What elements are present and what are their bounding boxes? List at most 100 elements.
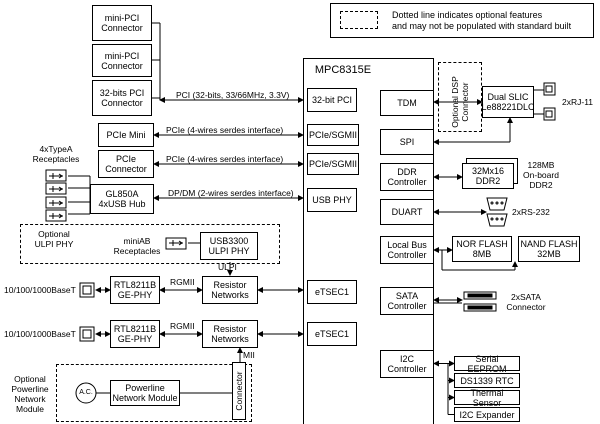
res1-label-2: Networks (211, 290, 249, 300)
ddr2-onboard-3: DDR2 (529, 180, 553, 190)
serial-eeprom: Serial EEPROM (454, 354, 520, 374)
cpu-sata-label-1: SATA (395, 291, 419, 301)
ddr2-label-2: DDR2 (475, 176, 501, 186)
ulpi-label: ULPI (218, 262, 237, 272)
cpu-etsec-label-2: eTSEC1 (314, 329, 349, 339)
slic-label-2: Le88221DLC (481, 102, 535, 112)
cpu-duart: DUART (380, 199, 434, 225)
rj11-label: 2xRJ-11 (562, 97, 594, 107)
pci32-label-2: Connector (101, 98, 143, 108)
optional-powerline-region (56, 364, 252, 422)
rs232-label: 2xRS-232 (512, 207, 550, 217)
ethernet-port-label-1: 10/100/1000BaseT (4, 285, 76, 295)
plc-mod-label-2: Network Module (112, 393, 178, 403)
ulpi-opt-label-2: ULPI PHY (34, 239, 74, 249)
cpu-spi: SPI (380, 129, 434, 155)
cpu-etsec-1: eTSEC1 (307, 280, 357, 304)
plc-opt-label-3: Network (14, 394, 46, 404)
dsp-label-2: Connector (460, 82, 470, 122)
expander-label: I2C Expander (459, 409, 515, 420)
pcie-mini-label: PCIe Mini (106, 130, 146, 140)
minipci2-label-2: Connector (101, 60, 143, 71)
cpu-ddr-label-1: DDR (397, 167, 417, 177)
gl850a-label-2: 4xUSB Hub (98, 199, 146, 209)
dsp-label-1: Optional DSP (450, 76, 460, 128)
powerline-connector (232, 362, 246, 420)
cpu-pci-label: 32-bit PCI (311, 95, 353, 105)
pcie-mini-connector: PCIe Mini (98, 123, 154, 147)
thermal-label: Thermal Sensor (470, 387, 504, 408)
pcie-link-label-1: PCIe (4-wires serdes interface) (166, 125, 284, 135)
usb3300-label-1: USB3300 (209, 236, 249, 246)
usb-typea-icons (45, 169, 67, 222)
ddr2-onboard-1: 128MB (527, 160, 555, 170)
pcie-link-label-2: PCIe (4-wires serdes interface) (166, 154, 284, 164)
pcie-conn-label-2: Connector (105, 164, 147, 174)
res1-label-1: Resistor (213, 280, 247, 290)
cpu-pci-port: 32-bit PCI (307, 88, 357, 112)
nand-label-2: 32MB (537, 249, 561, 259)
cpu-usb-phy-label: USB PHY (312, 195, 352, 205)
cpu-localbus-label-2: Controller (387, 250, 427, 260)
cpu-etsec-2: eTSEC1 (307, 322, 357, 346)
powerline-connector-label: Connector (234, 371, 244, 411)
plc-opt-label-1: Optional (14, 374, 46, 384)
i2c-expander: I2C Expander (454, 407, 520, 422)
nor-label-1: NOR FLASH (456, 239, 508, 249)
minipci1-label-2: Connector (101, 23, 143, 33)
cpu-duart-label: DUART (391, 207, 423, 217)
usb-miniab-icon (165, 237, 187, 250)
slic-label-1: Dual SLIC (487, 92, 529, 102)
typea-label-2: Receptacles (32, 154, 80, 164)
pci-bus-label: PCI (32-bits, 33/66MHz, 3.3V) (176, 90, 290, 100)
ddr2-label-1: 32Mx16 (471, 166, 505, 176)
res2-label-2: Networks (211, 334, 249, 344)
ethernet-port-label-2: 10/100/1000BaseT (4, 329, 76, 339)
plc-opt-label-2: Powerline (11, 384, 49, 394)
minipci1-label-1: mini-PCI (104, 13, 140, 23)
nand-label-1: NAND FLASH (520, 239, 578, 249)
cpu-tdm: TDM (380, 90, 434, 116)
ethernet-lines (95, 287, 304, 362)
legend-box (330, 3, 594, 38)
sata-connector-icons (463, 291, 497, 312)
ds1339-rtc: DS1339 RTC (454, 373, 520, 388)
optional-dsp-connector (438, 62, 482, 132)
pcie-conn-label-1: PCIe (115, 154, 136, 164)
nor-label-2: 8MB (472, 249, 492, 259)
cpu-pcie-label-2: PCIe/SGMII (308, 159, 357, 169)
usb3300-label-2: ULPI PHY (208, 246, 250, 256)
pci32-label-1: 32-bits PCI (99, 88, 145, 98)
dpdm-link-label: DP/DM (2-wires serdes interface) (168, 188, 294, 198)
ddr2-onboard-2: On-board (523, 170, 559, 180)
cpu-etsec-label-1: eTSEC1 (314, 287, 349, 297)
plc-mod-label-1: Powerline (125, 383, 165, 393)
gl850a-label-1: GL850A (105, 189, 139, 199)
cpu-pcie-label-1: PCIe/SGMII (308, 130, 357, 140)
cpu-localbus-label-1: Local Bus (387, 240, 427, 250)
ulpi-opt-label-1: Optional (38, 229, 70, 239)
cpu-spi-label: SPI (399, 137, 415, 147)
cpu-pcie-port-2: PCIe/SGMII (307, 153, 359, 175)
phy1-label-1: RTL8211B (113, 280, 157, 290)
